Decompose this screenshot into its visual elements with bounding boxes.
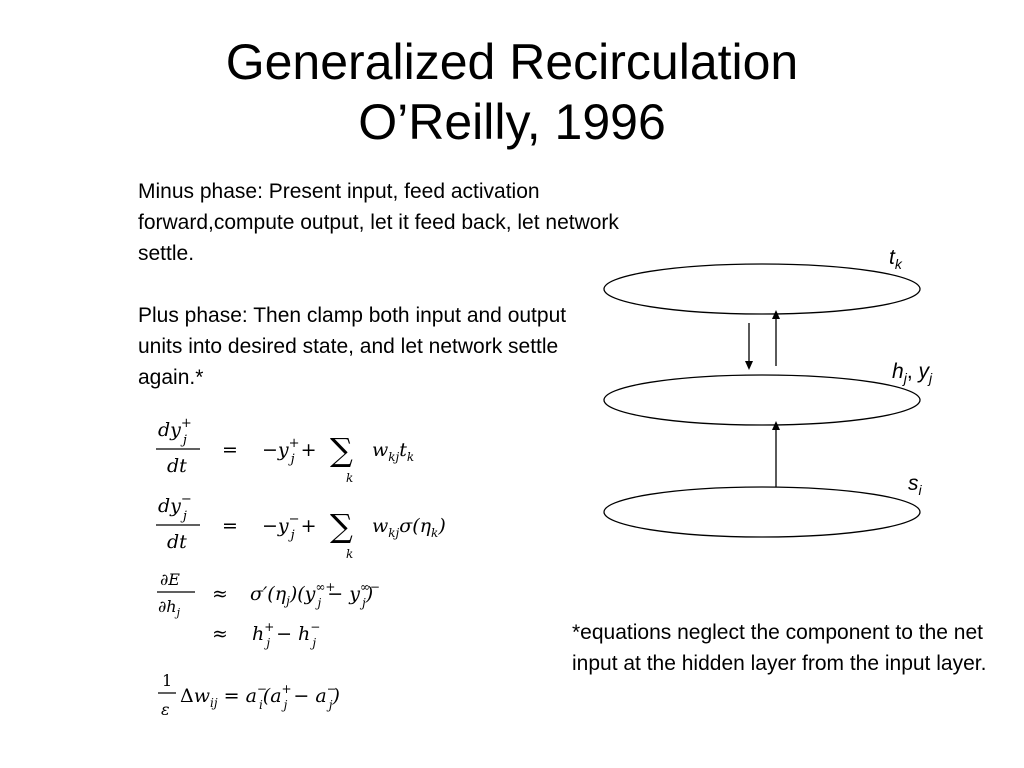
- svg-text:dt: dt: [167, 531, 187, 553]
- output-layer-label: tk: [889, 246, 903, 272]
- svg-text:∂E: ∂E: [160, 570, 180, 589]
- svg-text:−y−j +: −y−j +: [262, 512, 317, 543]
- hidden-layer-label: hj, yj: [892, 360, 933, 386]
- svg-text:dy−j: dy−j: [158, 492, 192, 524]
- svg-text:k: k: [346, 547, 353, 561]
- svg-text:ε: ε: [161, 700, 170, 719]
- equation-plus-phase: dy+j dt = −y+j + ∑ k wkjtk: [156, 416, 414, 485]
- svg-text:=: =: [222, 515, 238, 537]
- output-layer-ellipse: [603, 263, 921, 315]
- input-layer-ellipse: [603, 486, 921, 538]
- input-layer-label: si: [908, 472, 923, 498]
- svg-text:≈: ≈: [212, 623, 228, 645]
- svg-text:∑: ∑: [330, 431, 353, 469]
- svg-text:=: =: [222, 439, 238, 461]
- svg-text:Δwij = a−i(a+j − a−j): Δwij = a−i(a+j − a−j): [180, 682, 340, 712]
- svg-text:1: 1: [162, 671, 172, 690]
- svg-text:dy+j: dy+j: [158, 416, 192, 448]
- equations-figure: dy+j dt = −y+j + ∑ k wkjtk dy−j dt = −y−…: [156, 416, 446, 719]
- svg-text:dt: dt: [167, 455, 187, 477]
- equation-minus-phase: dy−j dt = −y−j + ∑ k wkjσ(ηk): [156, 492, 446, 561]
- hidden-layer-ellipse: [603, 374, 921, 426]
- equation-weight-update: 1 ε Δwij = a−i(a+j − a−j): [158, 671, 340, 719]
- svg-text:−y+j +: −y+j +: [262, 436, 317, 467]
- title-line-1: Generalized Recirculation: [225, 34, 799, 90]
- equation-approximation: ≈ h+j − h−j: [212, 620, 320, 650]
- plus-phase-text: Plus phase: Then clamp both input and ou…: [138, 304, 567, 389]
- footnote-text: *equations neglect the component to the …: [572, 621, 987, 675]
- svg-text:k: k: [346, 471, 353, 485]
- svg-text:h+j − h−j: h+j − h−j: [252, 620, 320, 650]
- title-line-2: O’Reilly, 1996: [358, 94, 666, 150]
- svg-text:σ′(ηj)(y∞+j − y∞−j): σ′(ηj)(y∞+j − y∞−j): [250, 580, 380, 610]
- minus-phase-text: Minus phase: Present input, feed activat…: [138, 180, 619, 265]
- svg-text:∑: ∑: [330, 507, 353, 545]
- svg-text:≈: ≈: [212, 583, 228, 605]
- svg-text:wkjσ(ηk): wkjσ(ηk): [372, 515, 446, 540]
- equation-error-gradient: ∂E ∂hj ≈ σ′(ηj)(y∞+j − y∞−j): [157, 570, 380, 619]
- svg-text:∂hj: ∂hj: [158, 597, 181, 619]
- slide-title: Generalized Recirculation O’Reilly, 1996: [0, 32, 1024, 152]
- svg-text:wkjtk: wkjtk: [372, 439, 414, 464]
